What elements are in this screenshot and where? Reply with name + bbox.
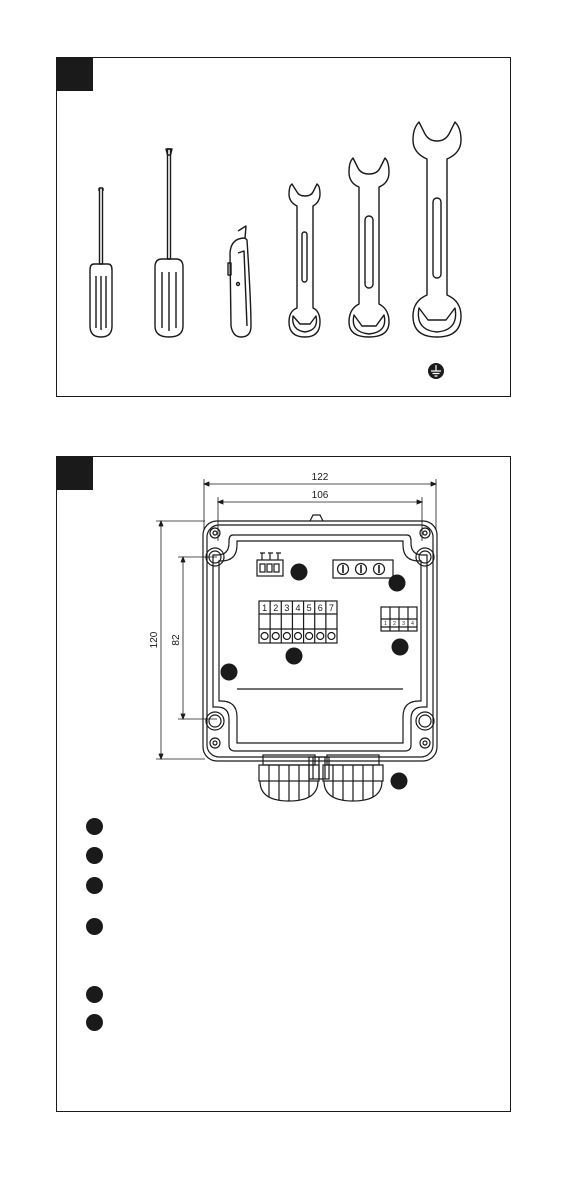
- utility-knife-icon: [228, 226, 251, 337]
- wrench-large-icon: [413, 122, 461, 337]
- cable-glands: [259, 755, 383, 801]
- small-terminal-label: 4: [411, 621, 414, 627]
- terminal-label: 2: [273, 603, 278, 613]
- dimension-inner-height: 82: [171, 634, 182, 646]
- dimension-outer-height: 120: [149, 631, 160, 648]
- terminal-label: 5: [307, 603, 312, 613]
- legend-marker-5: [86, 986, 103, 1003]
- terminal-screw: [306, 633, 313, 640]
- enclosure-body: [203, 515, 437, 761]
- legend-marker-4: [86, 918, 103, 935]
- terminal-label: 4: [295, 603, 300, 613]
- legend-marker-1: [86, 818, 103, 835]
- terminal-screw: [283, 633, 290, 640]
- terminal-screw: [295, 633, 302, 640]
- dimension-inner-width: 106: [312, 490, 329, 501]
- terminal-label: 7: [329, 603, 334, 613]
- screwdriver-large-icon: [155, 149, 183, 337]
- terminal-label: 6: [318, 603, 323, 613]
- fuse-holders: [333, 560, 393, 578]
- small-terminal-label: 3: [402, 621, 405, 627]
- small-terminal-label: 1: [384, 621, 387, 627]
- terminal-label: 3: [284, 603, 289, 613]
- legend-marker-2: [86, 847, 103, 864]
- tools-panel: [56, 57, 511, 397]
- corner-screws: [206, 528, 434, 748]
- tools-illustration: [57, 58, 512, 398]
- dimension-outer-width: 122: [312, 472, 329, 483]
- terminal-screw: [272, 633, 279, 640]
- legend-marker-6: [86, 1014, 103, 1031]
- terminal-screw: [261, 633, 268, 640]
- wrench-medium-icon: [349, 158, 389, 337]
- legend-marker-3: [86, 877, 103, 894]
- screwdriver-small-icon: [90, 188, 112, 337]
- small-terminal-label: 2: [393, 621, 396, 627]
- terminal-screw: [328, 633, 335, 640]
- three-pin-connector: [257, 553, 283, 576]
- small-terminal-block: [381, 607, 417, 631]
- terminal-screw: [317, 633, 324, 640]
- terminal-label: 1: [262, 603, 267, 613]
- wrench-small-icon: [289, 184, 320, 337]
- earth-ground-symbol-icon: [428, 363, 444, 379]
